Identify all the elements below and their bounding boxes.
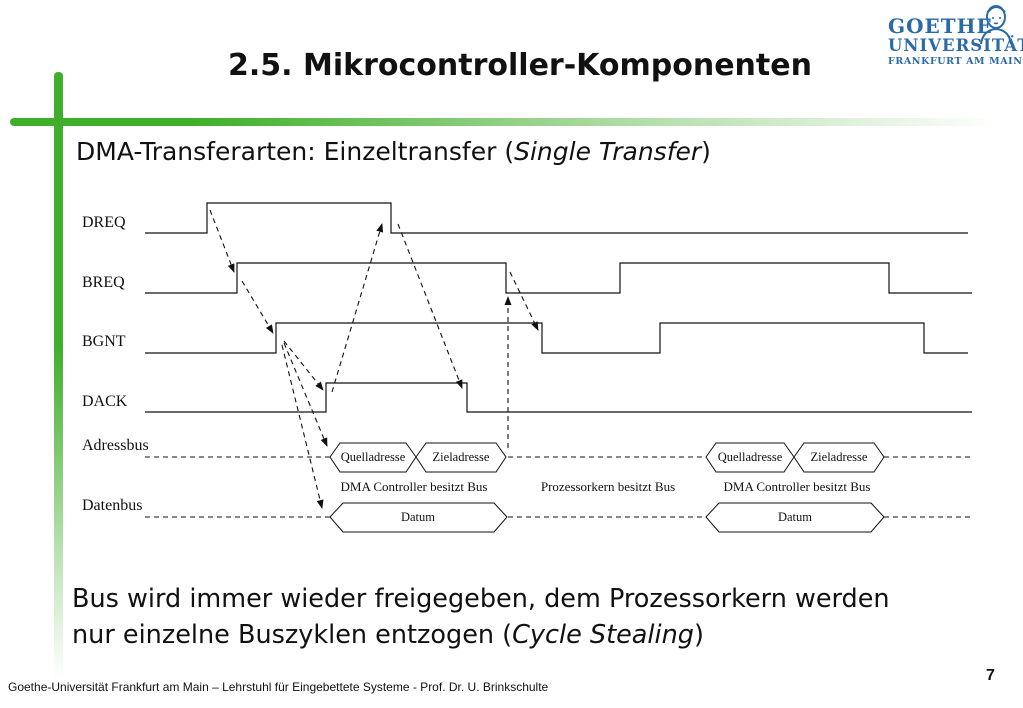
signal-label-dack: DACK — [82, 393, 128, 410]
address-box-target-1 — [415, 442, 507, 473]
address-box-source-2-label: Quelladresse — [718, 450, 783, 464]
address-box-target-2-label: Zieladresse — [811, 450, 868, 464]
signal-label-datenbus: Datenbus — [82, 497, 142, 514]
address-box-target-1-label: Zieladresse — [433, 450, 490, 464]
waveform-breq — [145, 262, 972, 294]
arrow-breq-to-bgnt-release — [509, 271, 539, 331]
body-text-line-1: Bus wird immer wieder freigegeben, dem P… — [72, 584, 890, 614]
data-box-2-label: Datum — [778, 510, 812, 524]
waveform-bgnt — [145, 322, 968, 354]
waveform-dack — [145, 382, 972, 413]
body-line2-italic: Cycle Stealing — [512, 620, 694, 650]
footer-text: Goethe-Universität Frankfurt am Main – L… — [8, 680, 549, 694]
green-horizontal-bar — [10, 118, 1000, 126]
arrow-breq-to-bgnt — [241, 280, 274, 334]
ownership-cpu: Prozessorkern besitzt Bus — [541, 479, 675, 494]
body-line2-prefix: nur einzelne Buszyklen entzogen ( — [72, 620, 513, 650]
arrow-bgnt-to-adressbus — [283, 342, 328, 447]
ownership-dma-2: DMA Controller besitzt Bus — [724, 479, 871, 494]
signal-label-dreq: DREQ — [82, 214, 126, 231]
signal-label-breq: BREQ — [82, 274, 125, 291]
logo-line-2: UNIVERSITÄT — [888, 36, 1023, 55]
arrow-dreq-to-dack — [397, 223, 463, 389]
subtitle: DMA-Transferarten: Einzeltransfer (Singl… — [76, 137, 711, 166]
logo-line-3: FRANKFURT AM MAIN — [888, 56, 1023, 67]
arrow-dack-to-dreq — [331, 223, 384, 393]
data-box-1 — [329, 502, 508, 533]
signal-label-bgnt: BGNT — [82, 333, 126, 350]
data-box-1-label: Datum — [401, 510, 435, 524]
subtitle-prefix: DMA-Transferarten: Einzeltransfer ( — [76, 137, 515, 166]
ownership-dma-1: DMA Controller besitzt Bus — [341, 479, 488, 494]
arrow-bgnt-to-datenbus — [281, 344, 324, 509]
subtitle-italic: Single Transfer — [514, 137, 702, 166]
arrow-bgnt-to-dack — [283, 340, 324, 391]
address-box-target-2 — [793, 442, 885, 473]
page-number: 7 — [986, 667, 995, 684]
body-text-line-2: nur einzelne Buszyklen entzogen (Cycle S… — [72, 620, 704, 650]
logo-line-1: GOETHE — [888, 14, 993, 38]
signal-label-adressbus: Adressbus — [82, 437, 149, 454]
arrow-dreq-to-breq — [209, 209, 235, 273]
waveform-dreq — [145, 202, 968, 234]
address-box-source-1-label: Quelladresse — [341, 450, 406, 464]
subtitle-suffix: ) — [701, 137, 711, 166]
page-title: 2.5. Mikrocontroller-Komponenten — [228, 48, 812, 83]
body-line2-suffix: ) — [693, 620, 704, 650]
data-box-2 — [705, 502, 885, 533]
green-vertical-bar — [54, 72, 63, 680]
goethe-portrait-icon — [980, 5, 1012, 44]
